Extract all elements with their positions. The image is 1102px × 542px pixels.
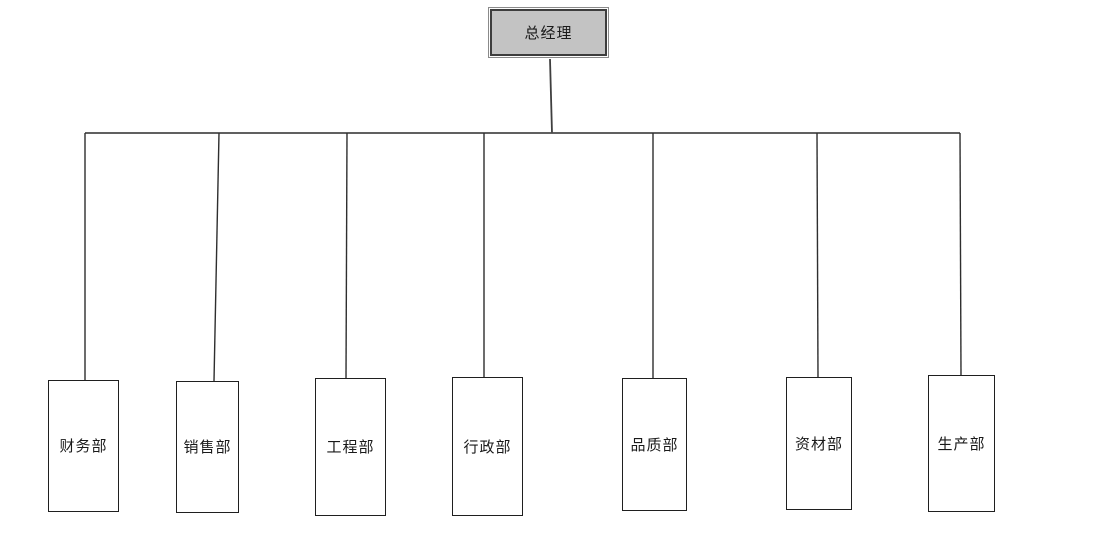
org-node-dept-label: 财务部 (59, 437, 108, 455)
connector-line-drop (345, 132, 348, 379)
org-node-dept-label: 行政部 (463, 437, 512, 456)
connector-line-root-stem (549, 58, 553, 134)
org-node-dept-sales[interactable]: 销售部 (176, 381, 239, 513)
org-node-dept-finance[interactable]: 财务部 (48, 380, 119, 512)
org-node-dept-engineering[interactable]: 工程部 (315, 378, 386, 516)
org-node-dept-label: 工程部 (326, 438, 375, 456)
org-node-dept-label: 生产部 (937, 434, 986, 453)
connector-line-drop (816, 132, 819, 378)
org-node-root-label: 总经理 (524, 23, 573, 42)
org-node-dept-label: 品质部 (630, 435, 679, 454)
org-node-dept-administration[interactable]: 行政部 (452, 377, 523, 516)
org-node-dept-quality[interactable]: 品质部 (622, 378, 687, 511)
org-node-dept-label: 销售部 (183, 438, 232, 456)
connector-line-drop (959, 132, 962, 376)
org-node-dept-production[interactable]: 生产部 (928, 375, 995, 512)
org-node-dept-label: 资材部 (794, 434, 843, 453)
org-node-dept-materials[interactable]: 资材部 (786, 377, 852, 510)
org-node-root[interactable]: 总经理 (490, 9, 607, 56)
connector-line-drop (213, 132, 220, 382)
